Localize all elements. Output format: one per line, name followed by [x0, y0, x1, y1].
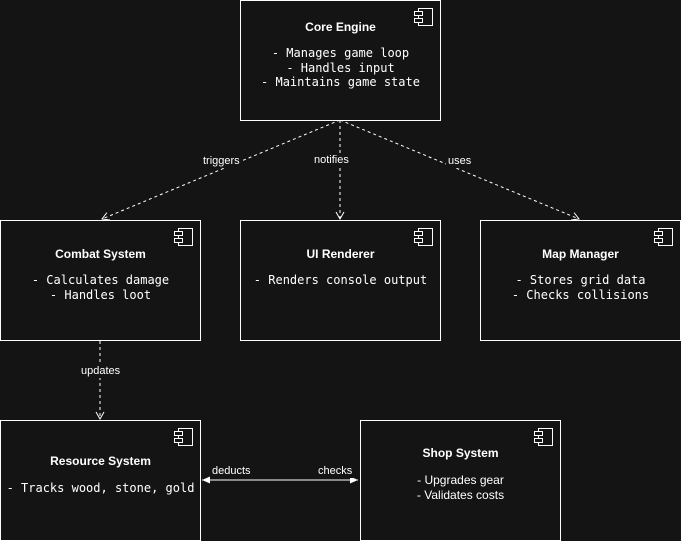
component-title: UI Renderer	[306, 247, 375, 261]
edge-label-triggers: triggers	[201, 155, 242, 168]
component-shop-system[interactable]: Shop System - Upgrades gear - Validates …	[360, 420, 561, 541]
component-core-engine[interactable]: Core Engine - Manages game loop - Handle…	[240, 0, 441, 121]
edge-label-uses: uses	[446, 155, 474, 168]
component-title: Resource System	[50, 454, 151, 468]
component-map-manager[interactable]: Map Manager - Stores grid data - Checks …	[480, 220, 681, 341]
component-icon	[654, 228, 673, 246]
component-icon	[534, 428, 553, 446]
component-desc-line: - Renders console output	[253, 273, 428, 287]
component-title: Core Engine	[305, 20, 376, 34]
component-ui-renderer[interactable]: UI Renderer - Renders console output	[240, 220, 441, 341]
component-title: Map Manager	[542, 247, 619, 261]
edge-core-to-map	[339, 119, 580, 221]
edge-label-deducts: deducts	[210, 465, 253, 478]
edge-label-notifies: notifies	[312, 154, 351, 167]
component-combat-system[interactable]: Combat System - Calculates damage - Hand…	[0, 220, 201, 341]
component-title: Combat System	[55, 247, 146, 261]
edge-label-checks: checks	[316, 465, 355, 478]
component-icon	[414, 228, 433, 246]
component-desc-line: - Handles input	[286, 61, 395, 75]
component-title: Shop System	[422, 446, 499, 460]
component-desc-line: - Maintains game state	[261, 75, 420, 89]
component-desc-line: - Tracks wood, stone, gold	[6, 481, 195, 495]
component-desc-line: - Upgrades gear	[417, 473, 504, 487]
component-desc-line: - Validates costs	[416, 488, 505, 502]
edge-core-to-combat	[101, 119, 341, 221]
component-icon	[174, 428, 193, 446]
component-desc-line: - Handles loot	[49, 288, 152, 302]
component-desc-line: - Stores grid data	[515, 273, 646, 287]
component-desc-line: - Manages game loop	[271, 46, 410, 60]
component-desc-line: - Calculates damage	[31, 273, 170, 287]
component-icon	[414, 8, 433, 26]
edge-label-updates: updates	[79, 365, 123, 378]
component-icon	[174, 228, 193, 246]
component-resource-system[interactable]: Resource System - Tracks wood, stone, go…	[0, 420, 201, 541]
component-desc-line: - Checks collisions	[511, 288, 650, 302]
